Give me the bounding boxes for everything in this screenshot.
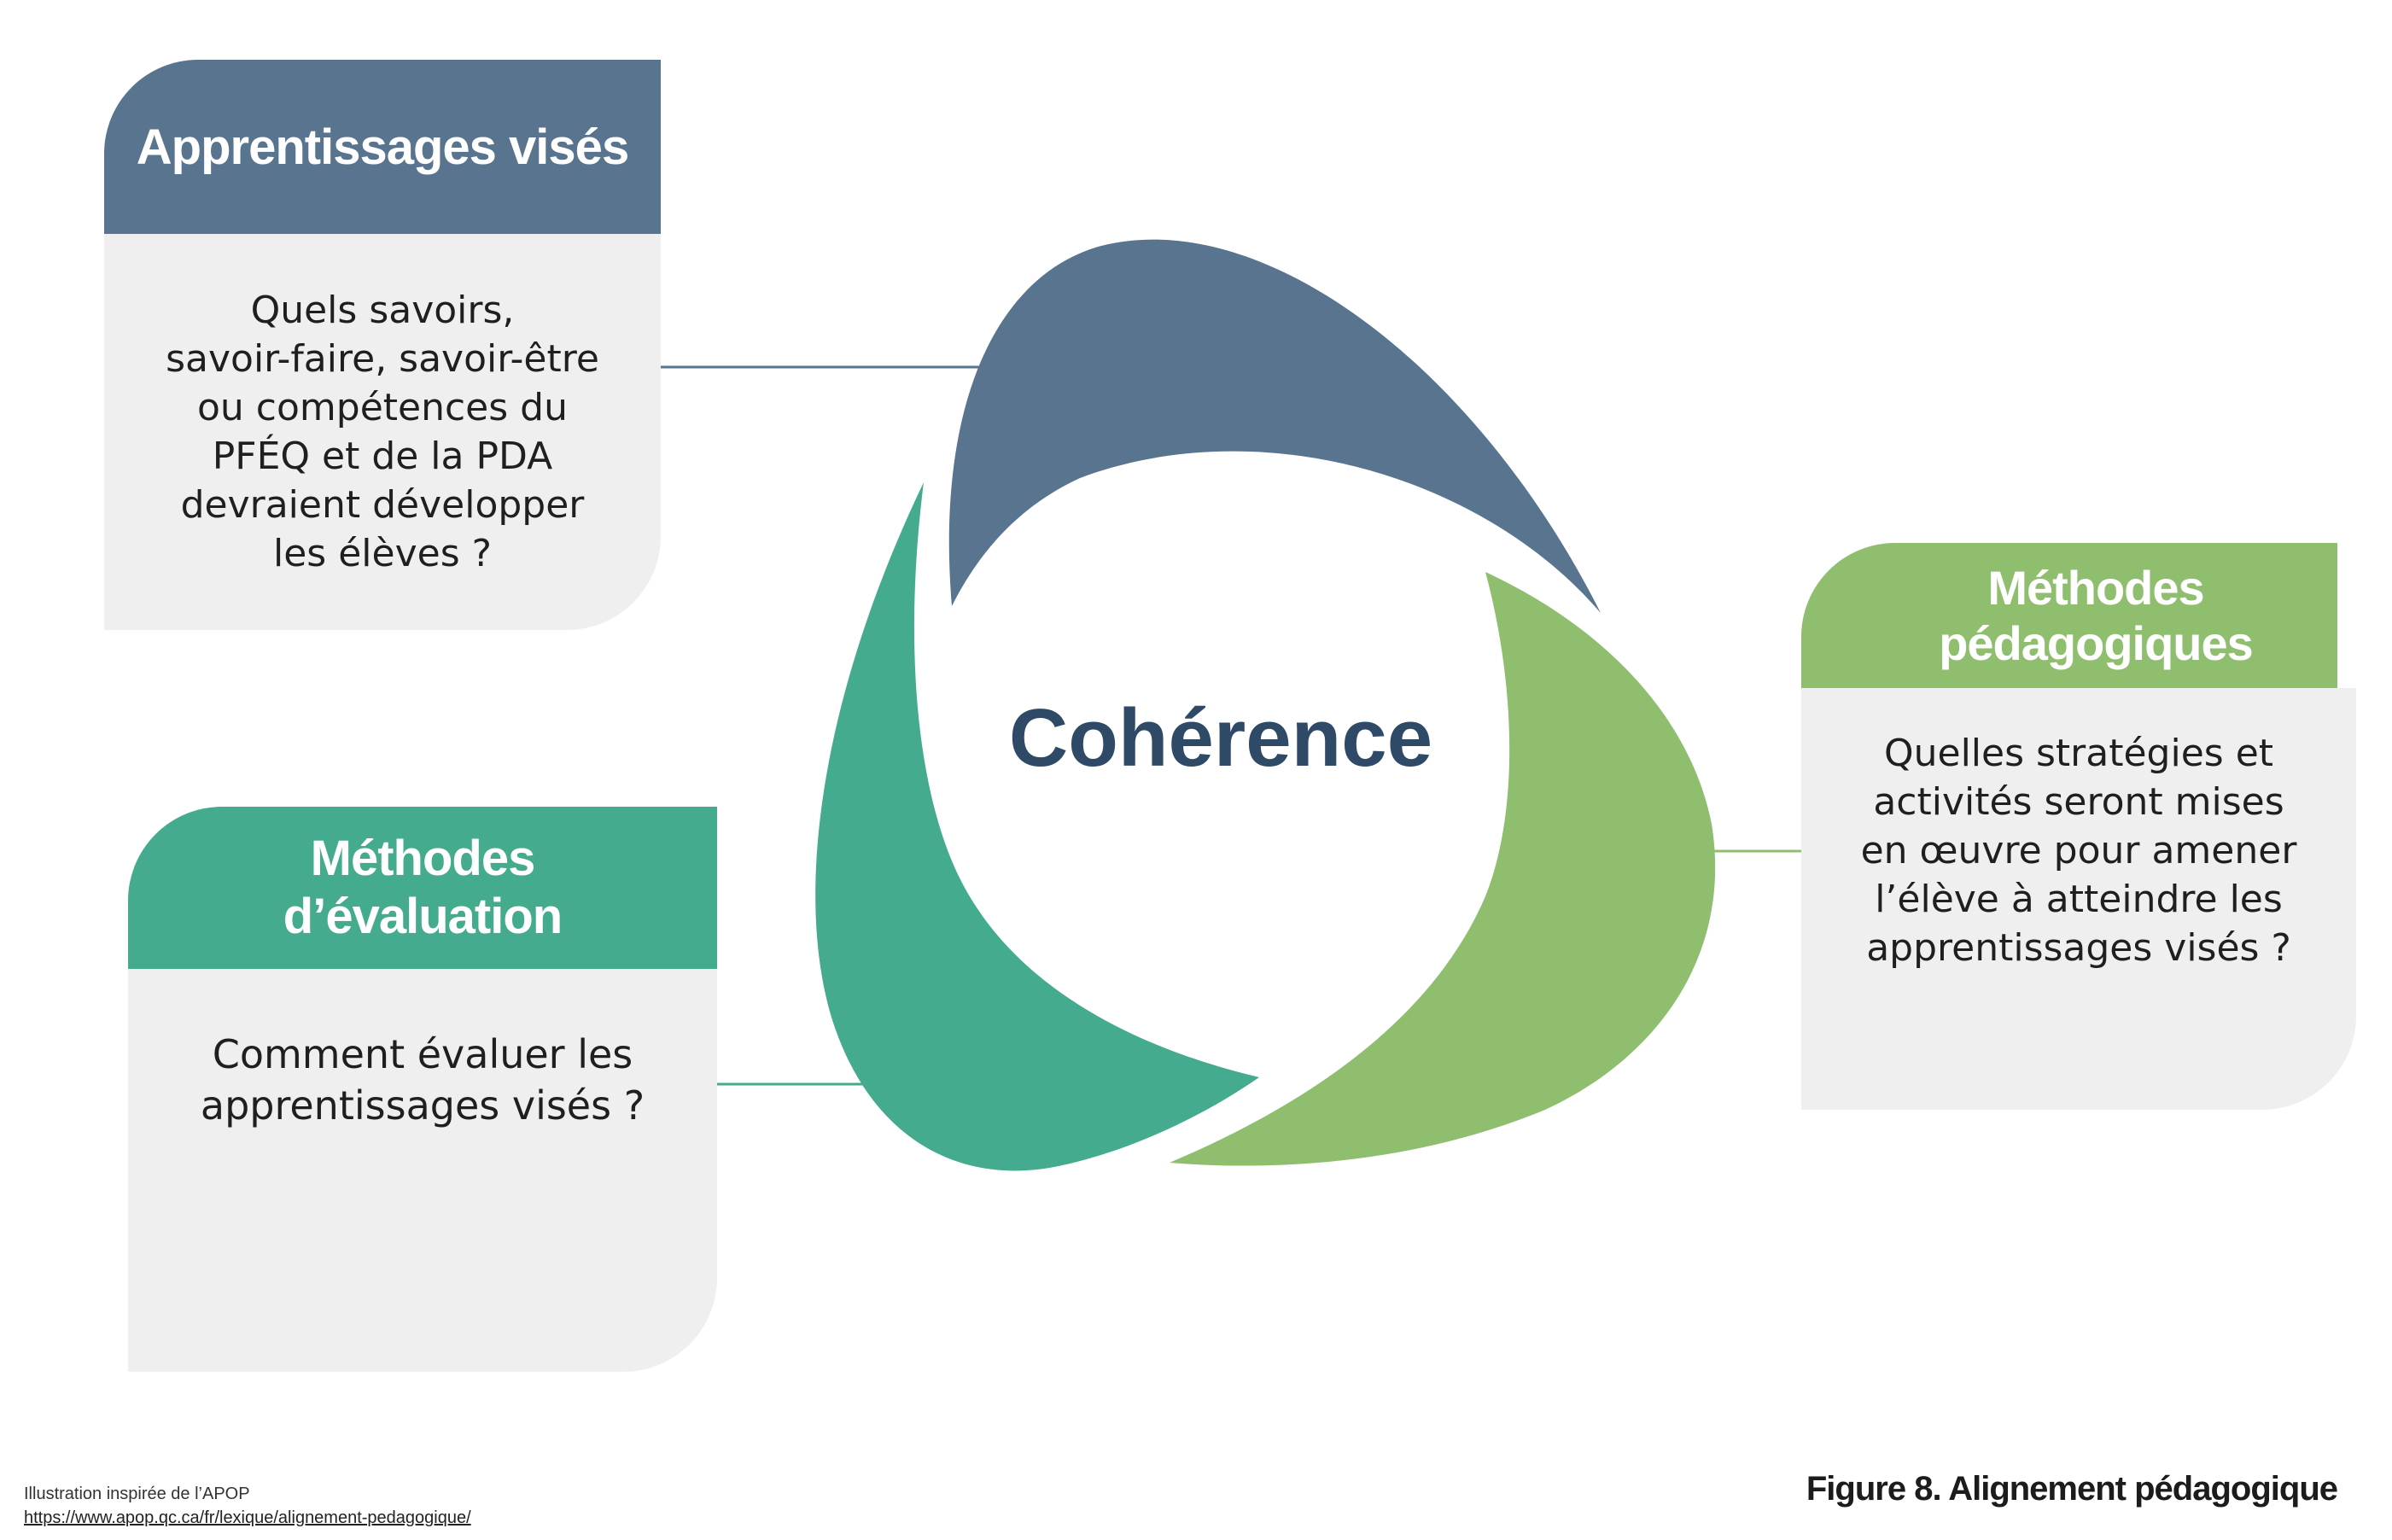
question-line: Quels savoirs, xyxy=(250,289,515,332)
card-methods-question: Quelles stratégies et activités seront m… xyxy=(1801,688,2356,1012)
card-teaching-methods: Méthodes pédagogiques Quelles stratégies… xyxy=(1801,543,2363,1110)
question-line: en œuvre pour amener xyxy=(1860,828,2297,872)
question-line: apprentissages visés ? xyxy=(200,1082,645,1129)
source-link[interactable]: https://www.apop.qc.ca/fr/lexique/aligne… xyxy=(24,1508,471,1527)
question-line: activités seront mises xyxy=(1873,779,2284,824)
card-evaluation-methods: Méthodes d’évaluation Comment évaluer le… xyxy=(128,807,717,1372)
question-line: savoir-faire, savoir-être xyxy=(166,337,599,381)
card-learning-title: Apprentissages visés xyxy=(104,60,661,234)
card-evaluation-question: Comment évaluer les apprentissages visés… xyxy=(128,969,717,1191)
card-methods-title: Méthodes pédagogiques xyxy=(1801,543,2356,688)
question-line: apprentissages visés ? xyxy=(1866,925,2291,970)
card-learning-question: Quels savoirs, savoir-faire, savoir-être… xyxy=(104,234,661,630)
cycle-segment-learning xyxy=(948,239,1601,613)
credit-text: Illustration inspirée de l’APOP xyxy=(24,1485,250,1503)
question-line: Comment évaluer les xyxy=(212,1031,633,1077)
question-line: Quelles stratégies et xyxy=(1883,731,2274,775)
figure-caption: Figure 8. Alignement pédagogique xyxy=(1806,1470,2338,1508)
card-evaluation-title: Méthodes d’évaluation xyxy=(128,807,717,969)
question-line: l’élève à atteindre les xyxy=(1875,877,2283,921)
question-line: PFÉQ et de la PDA xyxy=(212,435,553,478)
title-line: Méthodes xyxy=(310,831,536,886)
question-line: les élèves ? xyxy=(273,532,492,575)
cycle-segment-evaluation xyxy=(815,482,1259,1171)
question-line: ou compétences du xyxy=(197,386,568,429)
footer-credit: Illustration inspirée de l’APOP https://… xyxy=(24,1482,471,1530)
title-line: d’évaluation xyxy=(283,889,563,944)
center-label-coherence: Cohérence xyxy=(1008,692,1433,784)
cycle-segment-methods xyxy=(1170,572,1716,1166)
question-line: devraient développer xyxy=(180,483,585,527)
card-learning-objectives: Apprentissages visés Quels savoirs, savo… xyxy=(104,60,661,630)
